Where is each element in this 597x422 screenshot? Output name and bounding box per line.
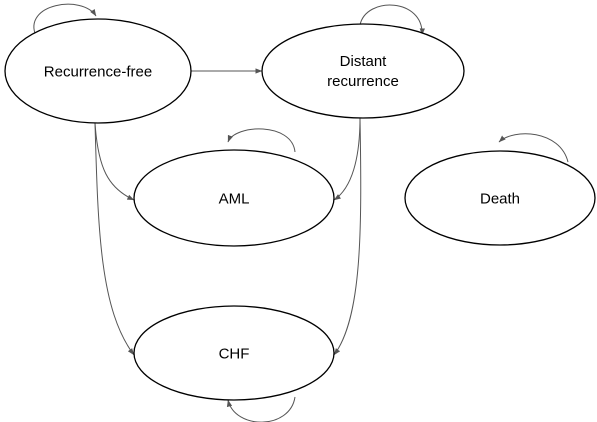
self-loop-distant-recurrence — [359, 4, 426, 36]
state-chf[interactable]: CHF — [133, 305, 335, 401]
state-distant-recurrence-ellipse — [261, 23, 465, 119]
state-recurrence-free-ellipse — [4, 18, 192, 124]
state-aml-ellipse — [133, 149, 335, 247]
state-chf-ellipse — [133, 305, 335, 401]
self-loop-chf — [226, 396, 296, 422]
state-distant-recurrence-label-line1: Distant — [340, 53, 388, 70]
edge-recurrence-free-to-aml — [94, 122, 135, 201]
edge-recurrence-free-to-chf — [94, 122, 135, 356]
state-recurrence-free-label: Recurrence-free — [44, 64, 152, 81]
state-aml-label: AML — [219, 191, 250, 208]
state-death-label: Death — [480, 191, 520, 208]
state-distant-recurrence-label-line2: recurrence — [327, 73, 399, 90]
state-chf-label: CHF — [219, 346, 250, 363]
edge-distant-recurrence-to-chf — [333, 117, 362, 356]
self-loop-recurrence-free — [33, 3, 97, 37]
state-death[interactable]: Death — [404, 150, 596, 246]
state-distant-recurrence[interactable]: Distant recurrence — [261, 23, 465, 119]
state-aml[interactable]: AML — [133, 149, 335, 247]
edge-distant-recurrence-to-aml — [333, 117, 361, 201]
state-death-ellipse — [404, 150, 596, 246]
state-recurrence-free[interactable]: Recurrence-free — [4, 18, 192, 124]
self-loop-aml — [227, 128, 296, 153]
self-loop-death — [498, 133, 569, 163]
